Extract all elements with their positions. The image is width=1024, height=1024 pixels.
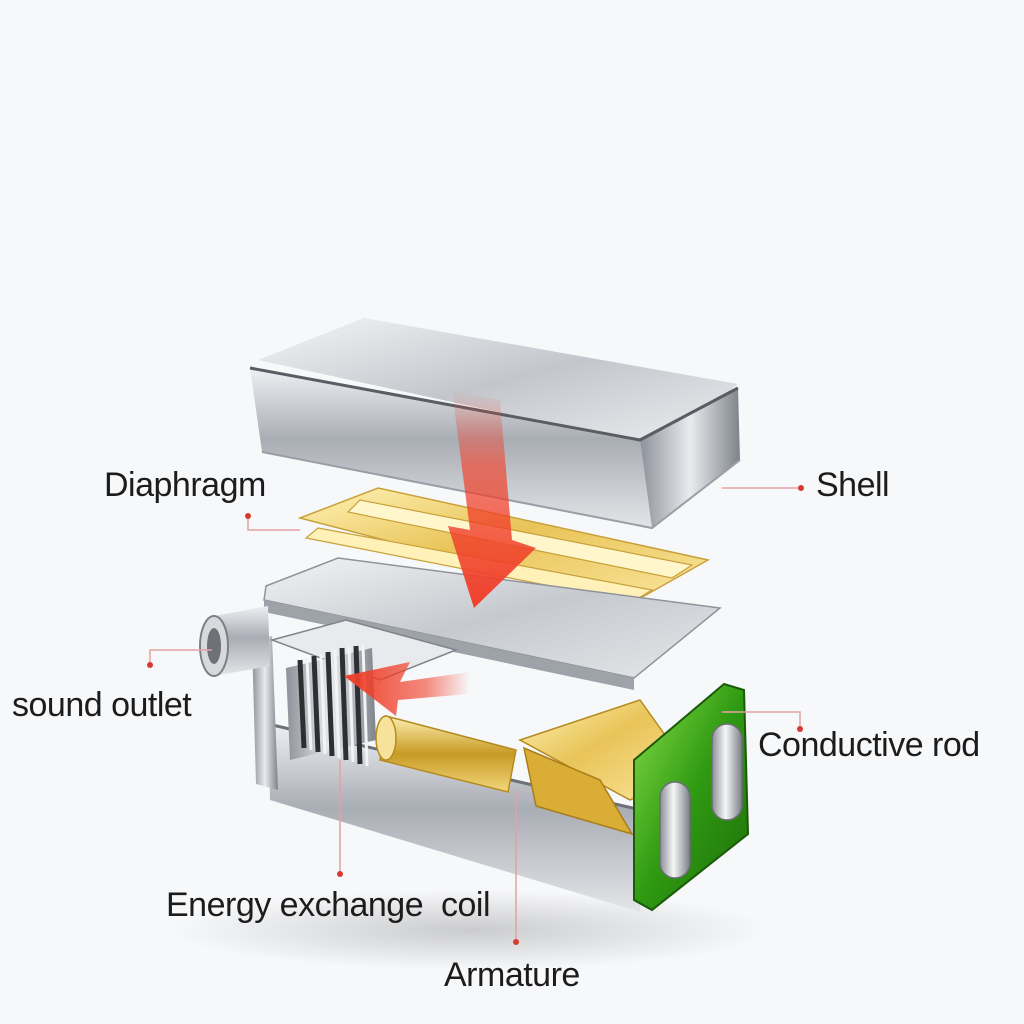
shell-part [249, 318, 741, 530]
label-shell: Shell [816, 466, 890, 504]
leader-conductive-rod [722, 711, 801, 728]
label-energy-exchange-coil: Energy exchange coil [166, 886, 491, 924]
label-diaphragm: Diaphragm [104, 466, 266, 504]
leader-sound-outlet [149, 649, 212, 665]
down-arrow-icon [448, 390, 536, 608]
leader-diaphragm [247, 516, 300, 531]
label-sound-outlet: sound outlet [12, 686, 192, 724]
sound-outlet-part [199, 606, 270, 677]
left-arrow-icon [344, 662, 470, 716]
leader-dots [147, 485, 804, 945]
leader-lines [149, 487, 801, 942]
housing-part [170, 636, 770, 970]
label-armature: Armature [444, 956, 580, 994]
conductive-rod-part [633, 682, 750, 912]
label-conductive-rod: Conductive rod [758, 726, 980, 764]
